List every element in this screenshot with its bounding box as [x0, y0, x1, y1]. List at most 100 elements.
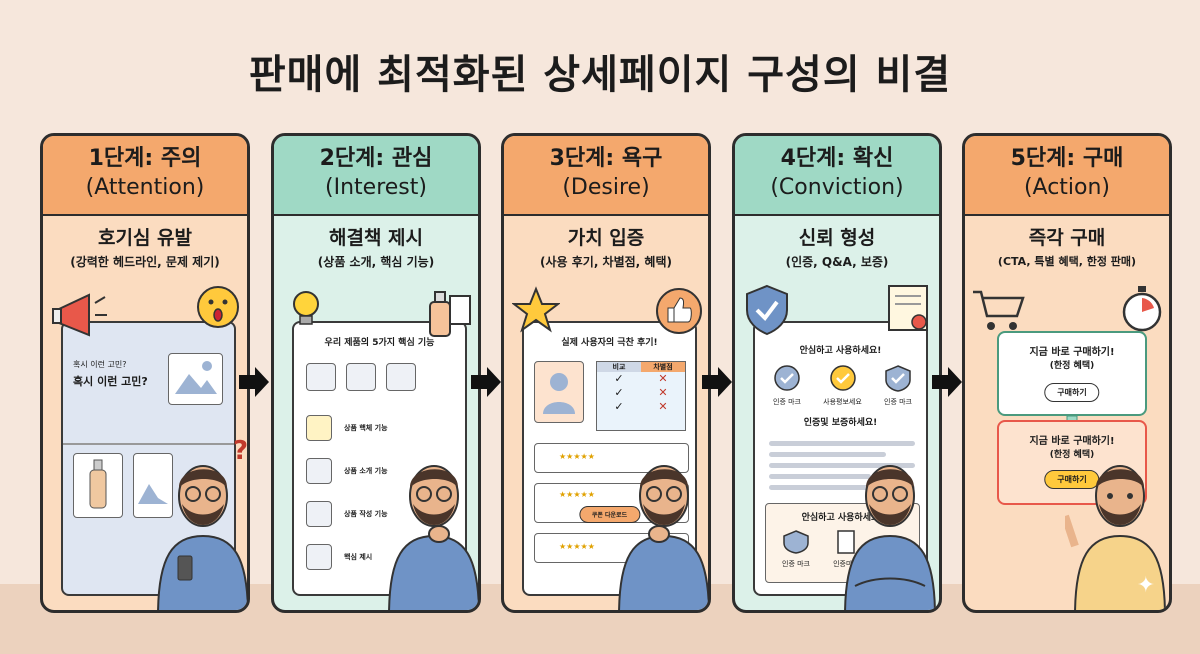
stage-2-detail: (상품 소개, 핵심 기능) — [317, 255, 435, 269]
confident-person-icon — [844, 465, 936, 610]
user-profile-icon — [534, 361, 584, 423]
image-placeholder-icon — [168, 353, 223, 405]
cta-bottom-sub: (한정 혜택) — [1049, 450, 1095, 460]
mock-4-heading: 안심하고 사용하세요! — [799, 346, 882, 356]
bottle-icon — [306, 544, 332, 570]
stage-2-goal: 해결책 제시 — [328, 227, 423, 249]
mock-2-heading: 우리 제품의 5가지 핵심 기능 — [324, 338, 435, 348]
stage-1-detail: (강력한 헤드라인, 문제 제기) — [70, 255, 220, 269]
lightbulb-small-icon — [306, 415, 332, 441]
comparison-table: 비교 차별점 ✓✓✓ ✕✕✕ — [596, 361, 686, 431]
arrow-right-icon — [471, 367, 501, 397]
page-title: 판매에 최적화된 상세페이지 구성의 비결 — [248, 52, 952, 98]
stage-3-step: 3단계: 욕구 — [549, 146, 663, 171]
coupon-button[interactable]: 쿠폰 다운로드 — [578, 506, 641, 523]
sparkle-icon: ✦ — [1136, 573, 1155, 598]
cert-badge-icon — [774, 365, 800, 391]
stage-4-goal: 신뢰 형성 — [798, 227, 876, 249]
arrow-right-icon — [239, 367, 269, 397]
product-bottle-icon — [73, 453, 123, 518]
arrow-right-icon — [932, 367, 962, 397]
certificate-icon — [888, 285, 928, 331]
stage-4-panel: 4단계: 확신 (Conviction) 신뢰 형성 (인증, Q&A, 보증)… — [732, 133, 942, 613]
stage-5-header: 5단계: 구매 (Action) — [965, 136, 1169, 216]
stage-5-step: 5단계: 구매 — [1010, 146, 1124, 171]
cert-badge-label: 인증 마크 — [782, 560, 810, 568]
cert-badge-label: 인증 마크 — [773, 398, 801, 406]
cert-badge-icon — [829, 365, 856, 391]
image-placeholder-icon — [133, 453, 173, 518]
mock-2-item-3: 상품 작성 기능 — [344, 510, 388, 518]
stage-1-mockup: 혹시 이런 고민? 혹시 이런 고민? — [61, 321, 236, 596]
cta-card-bottom: 지금 바로 구매하기! (한정 혜택) 구매하기 — [997, 420, 1147, 505]
mock-1-headline: 혹시 이런 고민? — [73, 375, 148, 388]
stage-2-panel: 2단계: 관심 (Interest) 해결책 제시 (상품 소개, 핵심 기능)… — [271, 133, 481, 613]
customer-person-icon — [157, 465, 247, 610]
stage-5-goal: 즉각 구매 — [1028, 227, 1106, 249]
stage-1-english: (Attention) — [85, 175, 205, 200]
stage-5-panel: 5단계: 구매 (Action) 즉각 구매 (CTA, 특별 혜택, 한정 판… — [962, 133, 1172, 613]
star-rating-icon: ★★★★★ — [559, 490, 595, 499]
buy-button-top[interactable]: 구매하기 — [1044, 383, 1100, 402]
qa-list — [769, 435, 915, 496]
product-icon — [306, 363, 336, 391]
shield-check-icon — [746, 284, 788, 336]
mock-2-item-2: 상품 소개 기능 — [344, 467, 388, 475]
stage-3-goal: 가치 입증 — [567, 227, 645, 249]
mock-2-item-1: 상품 핵체 기능 — [344, 424, 388, 432]
mock-3-heading: 실제 사용자의 극찬 후기! — [561, 338, 658, 348]
star-rating-icon: ★★★★★ — [559, 542, 595, 551]
shoe-icon — [306, 501, 332, 527]
surprised-face-icon — [197, 286, 239, 328]
stage-3-mockup: 실제 사용자의 극찬 후기! 비교 차별점 ✓✓✓ ✕✕✕ ★★★★★ ★★★★… — [522, 321, 697, 596]
shirt-icon — [306, 458, 332, 484]
shield-check-icon — [783, 530, 809, 554]
cert-badges-row: 인증 마크 사용평보세요 인증 마크 — [765, 363, 920, 407]
stage-3-english: (Desire) — [562, 175, 650, 200]
cert-badge-label: 인증마크 — [833, 560, 859, 568]
thinking-person-icon — [618, 465, 708, 610]
thinking-person-icon — [388, 465, 478, 610]
cosmetics-bottle-icon — [429, 291, 471, 337]
star-icon — [512, 286, 560, 333]
thumbs-up-badge-icon — [656, 288, 702, 334]
question-mark-icon: ? — [233, 436, 249, 466]
mock-4-heading-2: 안심하고 사용하세요! — [801, 513, 884, 523]
stage-3-detail: (사용 후기, 차별점, 혜택) — [540, 255, 672, 269]
cta-card-top: 지금 바로 구매하기! (한정 혜택) 구매하기 — [997, 331, 1147, 416]
cta-top-sub: (한정 혜택) — [1049, 361, 1095, 371]
cross-icon: ✕✕✕ — [658, 372, 668, 413]
stage-2-header: 2단계: 관심 (Interest) — [274, 136, 478, 216]
stage-4-english: (Conviction) — [770, 175, 904, 200]
cert-badge-label: 사용평보세요 — [823, 398, 862, 406]
stage-2-step: 2단계: 관심 — [319, 146, 433, 171]
stage-4-detail: (인증, Q&A, 보증) — [785, 255, 889, 269]
arrow-right-icon — [702, 367, 732, 397]
stage-3-panel: 3단계: 욕구 (Desire) 가치 입증 (사용 후기, 차별점, 혜택) … — [501, 133, 711, 613]
comparison-col-a: 비교 — [597, 362, 641, 372]
stage-5-detail: (CTA, 특별 혜택, 한정 판매) — [997, 255, 1137, 268]
stage-5-english: (Action) — [1023, 175, 1111, 200]
stage-3-header: 3단계: 욕구 (Desire) — [504, 136, 708, 216]
cert-badge-label: 인증 마크 — [884, 398, 912, 406]
stage-1-goal: 호기심 유발 — [97, 227, 192, 249]
pointing-person-icon — [1065, 465, 1166, 610]
megaphone-icon — [52, 293, 107, 337]
check-icon: ✓✓✓ — [614, 372, 624, 413]
mock-1-small-text: 혹시 이런 고민? — [73, 360, 127, 369]
lightbulb-icon — [293, 291, 319, 325]
mock-4-qa-heading: 인증및 보증하세요! — [803, 418, 878, 428]
stopwatch-icon — [1122, 286, 1162, 332]
cert-badge-icon — [885, 365, 911, 392]
star-rating-icon: ★★★★★ — [559, 452, 595, 461]
stage-4-header: 4단계: 확신 (Conviction) — [735, 136, 939, 216]
stage-4-step: 4단계: 확신 — [780, 146, 894, 171]
buy-button-bottom[interactable]: 구매하기 — [1044, 470, 1100, 489]
document-icon — [837, 530, 855, 554]
cta-top-text: 지금 바로 구매하기! — [1029, 347, 1115, 358]
cta-bottom-text: 지금 바로 구매하기! — [1029, 436, 1115, 447]
stage-1-panel: 1단계: 주의 (Attention) 호기심 유발 (강력한 헤드라인, 문제… — [40, 133, 250, 613]
stage-1-step: 1단계: 주의 — [88, 146, 202, 171]
shopping-cart-icon — [973, 290, 1025, 330]
mock-2-item-4: 핵심 제시 — [344, 553, 373, 561]
